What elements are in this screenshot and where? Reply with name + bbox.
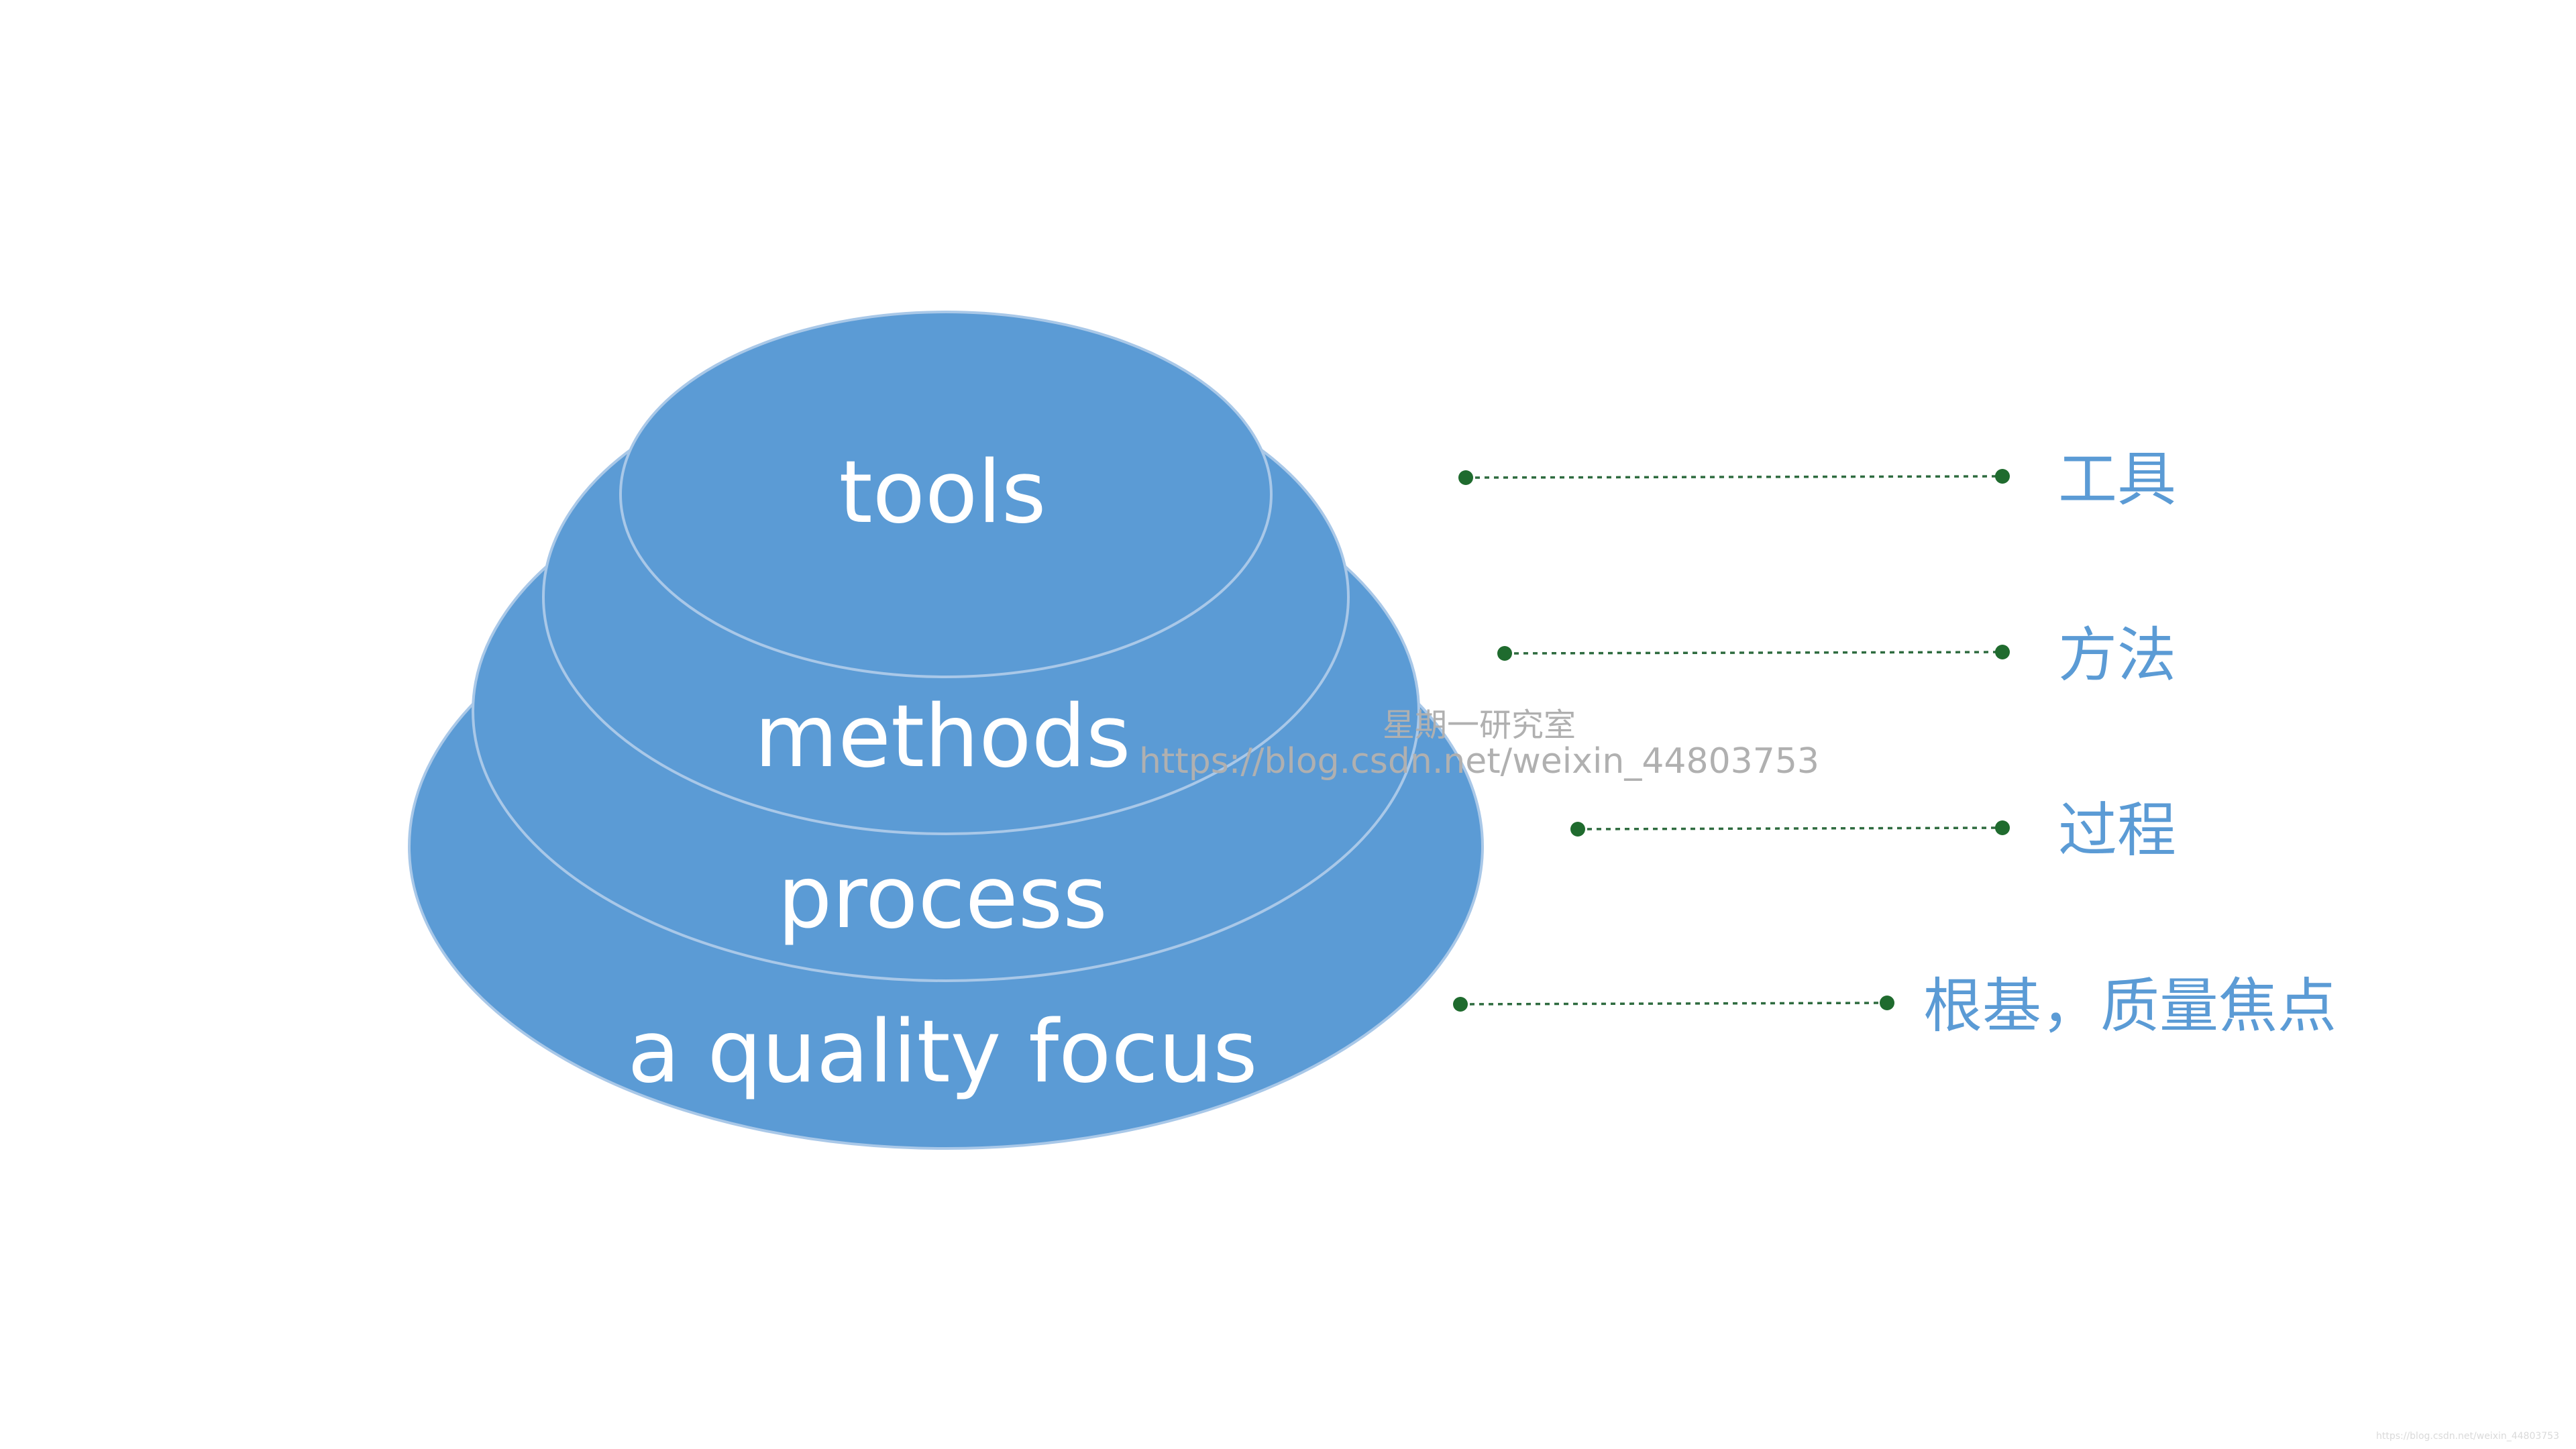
layer-labels: tools methods process a quality focus xyxy=(627,443,1257,1102)
corner-watermark: https://blog.csdn.net/weixin_44803753 xyxy=(2376,1431,2559,1442)
leader-dot-methods-start xyxy=(1497,646,1512,661)
leader-dot-tools-start xyxy=(1458,470,1473,485)
layer-label-tools: tools xyxy=(839,443,1046,543)
annotation-process: 过程 xyxy=(2058,796,2176,865)
annotation-quality-focus: 根基，质量焦点 xyxy=(1923,971,2337,1040)
leader-dot-process-start xyxy=(1570,822,1585,837)
watermark: 星期一研究室 https://blog.csdn.net/weixin_4480… xyxy=(1139,706,1819,782)
leader-dot-methods-end xyxy=(1995,645,2010,659)
layer-label-process: process xyxy=(777,848,1108,948)
layer-tools-shape xyxy=(619,311,1273,678)
layer-stack xyxy=(408,311,1484,1150)
leader-line-quality-focus xyxy=(1460,1002,1888,1006)
annotation-tools: 工具 xyxy=(2058,445,2176,514)
leader-lines xyxy=(1453,469,2010,1012)
watermark-url: https://blog.csdn.net/weixin_44803753 xyxy=(1139,741,1819,782)
annotation-labels: 工具 方法 过程 根基，质量焦点 xyxy=(1923,445,2337,1040)
leader-dot-tools-end xyxy=(1995,469,2010,484)
layer-label-methods: methods xyxy=(755,687,1131,787)
watermark-title: 星期一研究室 xyxy=(1383,706,1576,744)
leader-dot-process-end xyxy=(1995,820,2010,835)
leader-line-process xyxy=(1577,826,2003,830)
annotation-methods: 方法 xyxy=(2058,621,2176,690)
layer-label-quality-focus: a quality focus xyxy=(627,1002,1257,1102)
leader-line-methods xyxy=(1504,651,2003,655)
leader-line-tools xyxy=(1465,475,2003,479)
leader-dot-quality-focus-start xyxy=(1453,997,1468,1012)
leader-dot-quality-focus-end xyxy=(1880,996,1894,1010)
